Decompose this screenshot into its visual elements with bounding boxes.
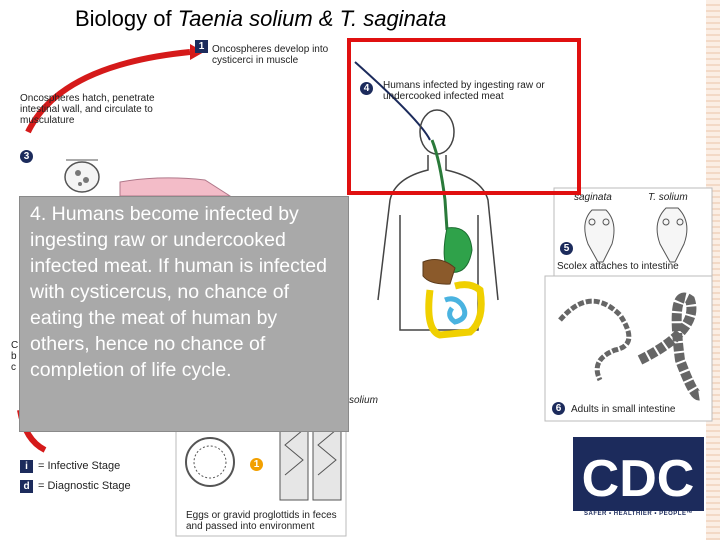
page-title: Biology of Taenia solium & T. saginata — [75, 6, 447, 31]
cycle-arrow-right — [354, 61, 431, 141]
stage-4-highlight-box — [347, 38, 581, 195]
stomach — [443, 227, 473, 273]
pig-image — [119, 177, 232, 197]
callout-text: 4. Humans become infected by ingesting r… — [30, 203, 327, 381]
cdc-logo-graphic: CDC — [573, 437, 704, 511]
legend-diagnostic-text: = Diagnostic Stage — [38, 480, 131, 492]
eggs-stage-badge: 1 — [250, 458, 263, 471]
adult-worms-panel — [544, 275, 713, 422]
cdc-tagline: SAFER • HEALTHIER • PEOPLE™ — [584, 511, 693, 517]
stage-4-label: Humans infected by ingesting raw or unde… — [383, 80, 545, 102]
legend-diagnostic-badge: d — [20, 480, 33, 493]
stage-1-label: Oncospheres develop into cysticerci in m… — [212, 44, 329, 66]
cycle-arrow-top — [25, 49, 191, 134]
eggs-label: Eggs or gravid proglottids in feces and … — [186, 510, 337, 532]
small-intestine — [444, 296, 468, 325]
stage-3-label: Oncospheres hatch, penetrate intestinal … — [20, 93, 155, 126]
stage-5-badge: 5 — [560, 242, 573, 255]
liver — [422, 259, 456, 285]
stage-5-label: Scolex attaches to intestine — [557, 261, 679, 272]
stage-6-badge: 6 — [552, 402, 565, 415]
large-intestine — [425, 281, 485, 339]
legend-infective-text: = Infective Stage — [38, 460, 121, 472]
scolex-panel — [553, 187, 713, 277]
esophagus — [430, 139, 449, 231]
cdc-logo-text: CDC — [582, 450, 695, 508]
cysticercus-image — [64, 159, 100, 193]
legend-infective-badge: i — [20, 460, 33, 473]
scolex-label-solium: T. solium — [648, 192, 688, 203]
stage-3-badge: 3 — [20, 150, 33, 163]
explanation-callout: 4. Humans become infected by ingesting r… — [19, 196, 349, 432]
human-figure — [377, 109, 499, 331]
stage-6-label: Adults in small intestine — [571, 404, 676, 415]
scolex-label-saginata: saginata — [574, 192, 612, 203]
stage-1-badge: 1 — [195, 40, 208, 53]
stage-4-badge: 4 — [360, 82, 373, 95]
solium-label: solium — [349, 395, 378, 406]
